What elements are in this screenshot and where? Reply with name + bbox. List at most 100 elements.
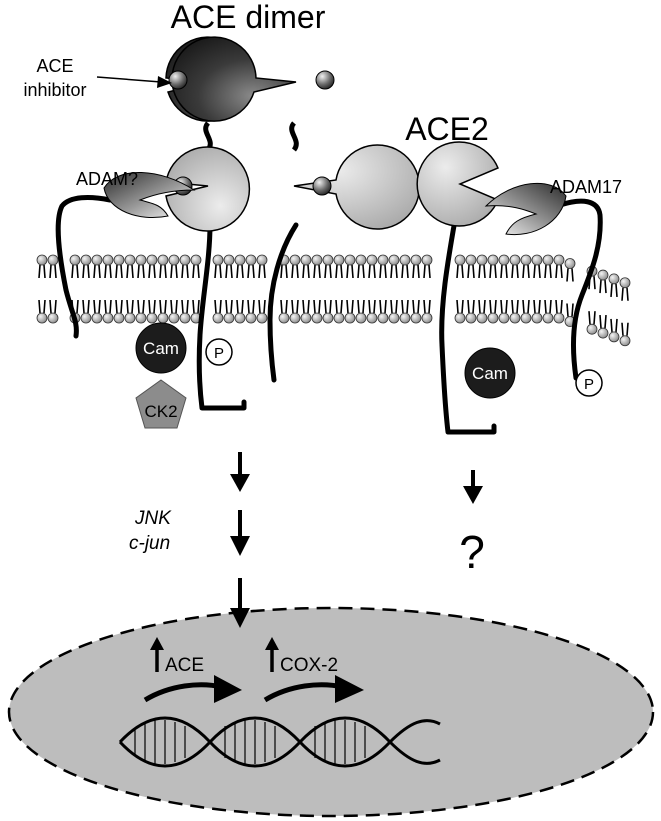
lipid-head-inner: [421, 312, 433, 324]
ace-n-domain-right: [171, 36, 297, 122]
up-arrow-ace-icon: [150, 637, 164, 672]
lipid-head-inner: [333, 312, 345, 324]
phospho-left-label: P: [214, 345, 224, 362]
inhibitor-ball-ace-n-left: [168, 70, 188, 90]
adam-unknown-label: ADAM?: [76, 169, 138, 189]
lipid-head-inner: [476, 312, 488, 324]
lipid-head-inner: [399, 312, 411, 324]
lipid-head-inner: [245, 312, 257, 324]
lipid-head-inner: [91, 312, 103, 324]
lipid-head-outer: [212, 254, 224, 266]
lipid-head-outer: [454, 254, 466, 266]
lipid-head-inner: [553, 312, 565, 324]
cell-membrane: [36, 254, 631, 347]
adam17-tail: [557, 198, 603, 381]
membrane-outer-leaflet: [36, 254, 631, 301]
lipid-head-inner: [80, 312, 92, 324]
lipid-head-outer: [410, 254, 422, 266]
lipid-head-inner: [520, 312, 532, 324]
lipid-head-inner: [597, 327, 609, 339]
lipid-head-outer: [91, 254, 103, 266]
lipid-head-inner: [300, 312, 312, 324]
adam17-protease: [484, 182, 567, 236]
lipid-head-inner: [608, 331, 620, 343]
signal-arrow-3: [230, 578, 250, 628]
lipid-head-inner: [256, 312, 268, 324]
lipid-head-outer: [531, 254, 543, 266]
lipid-head-inner: [454, 312, 466, 324]
lipid-head-outer: [366, 254, 378, 266]
lipid-head-inner: [36, 312, 48, 324]
lipid-head-outer: [421, 254, 433, 266]
lipid-head-inner: [212, 312, 224, 324]
lipid-head-outer: [300, 254, 312, 266]
lipid-head-outer: [47, 254, 59, 266]
lipid-head-inner: [146, 312, 158, 324]
lipid-head-outer: [619, 277, 631, 289]
lipid-head-outer: [69, 254, 81, 266]
ace-c-domain-left: [165, 146, 251, 232]
lipid-head-outer: [36, 254, 48, 266]
lipid-head-inner: [168, 312, 180, 324]
lipid-head-outer: [520, 254, 532, 266]
lipid-head-outer: [344, 254, 356, 266]
lipid-head-inner: [179, 312, 191, 324]
ace-linker-right: [289, 121, 299, 152]
lipid-head-outer: [498, 254, 510, 266]
phospho-left-icon: [205, 338, 233, 366]
inhibitor-ball-ace-c-right: [312, 176, 332, 196]
inhibitor-callout-arrow: [96, 76, 172, 88]
lipid-head-inner: [135, 312, 147, 324]
phospho-right-icon: [575, 369, 603, 397]
adam-unknown-tail: [55, 195, 113, 339]
lipid-head-inner: [487, 312, 499, 324]
lipid-head-inner: [366, 312, 378, 324]
lipid-head-outer: [597, 269, 609, 281]
lipid-head-outer: [564, 258, 576, 269]
gene-ace-label: ACE: [165, 655, 204, 676]
signal-arrow-ace2: [463, 470, 483, 504]
lipid-head-outer: [113, 254, 125, 266]
ace2-tail: [439, 217, 497, 435]
lipid-head-outer: [311, 254, 323, 266]
lipid-head-outer: [377, 254, 389, 266]
lipid-head-outer: [333, 254, 345, 266]
lipid-head-outer: [124, 254, 136, 266]
cam-right-label: Cam: [472, 364, 508, 383]
lipid-head-outer: [223, 254, 235, 266]
ace-tail-right: [267, 222, 299, 383]
lipid-head-outer: [256, 254, 268, 266]
calmodulin-right: [464, 347, 516, 399]
transcription-arrow-cox2: [263, 675, 364, 703]
lipid-head-inner: [311, 312, 323, 324]
lipid-head-inner: [377, 312, 389, 324]
lipid-head-inner: [542, 312, 554, 324]
transcription-arrow-ace: [143, 675, 242, 703]
lipid-head-inner: [234, 312, 246, 324]
lipid-head-outer: [190, 254, 202, 266]
unknown-pathway-label: ?: [459, 526, 485, 578]
lipid-head-inner: [509, 312, 521, 324]
cam-left-label: Cam: [143, 339, 179, 358]
lipid-head-outer: [102, 254, 114, 266]
lipid-head-outer: [234, 254, 246, 266]
lipid-head-inner: [124, 312, 136, 324]
adam17-label: ADAM17: [550, 177, 622, 197]
nucleus: [7, 606, 655, 818]
lipid-head-outer: [168, 254, 180, 266]
lipid-head-outer: [553, 254, 565, 266]
ace-inhibitor-label-line2: inhibitor: [23, 80, 86, 100]
lipid-head-inner: [531, 312, 543, 324]
lipid-head-outer: [322, 254, 334, 266]
lipid-head-outer: [135, 254, 147, 266]
lipid-head-outer: [509, 254, 521, 266]
lipid-head-outer: [608, 273, 620, 285]
calmodulin-left: [135, 322, 187, 374]
diagram-title: ACE dimer: [171, 0, 326, 35]
lipid-head-outer: [399, 254, 411, 266]
lipid-head-inner: [586, 323, 598, 335]
ck2-label: CK2: [144, 402, 177, 421]
lipid-head-outer: [245, 254, 257, 266]
